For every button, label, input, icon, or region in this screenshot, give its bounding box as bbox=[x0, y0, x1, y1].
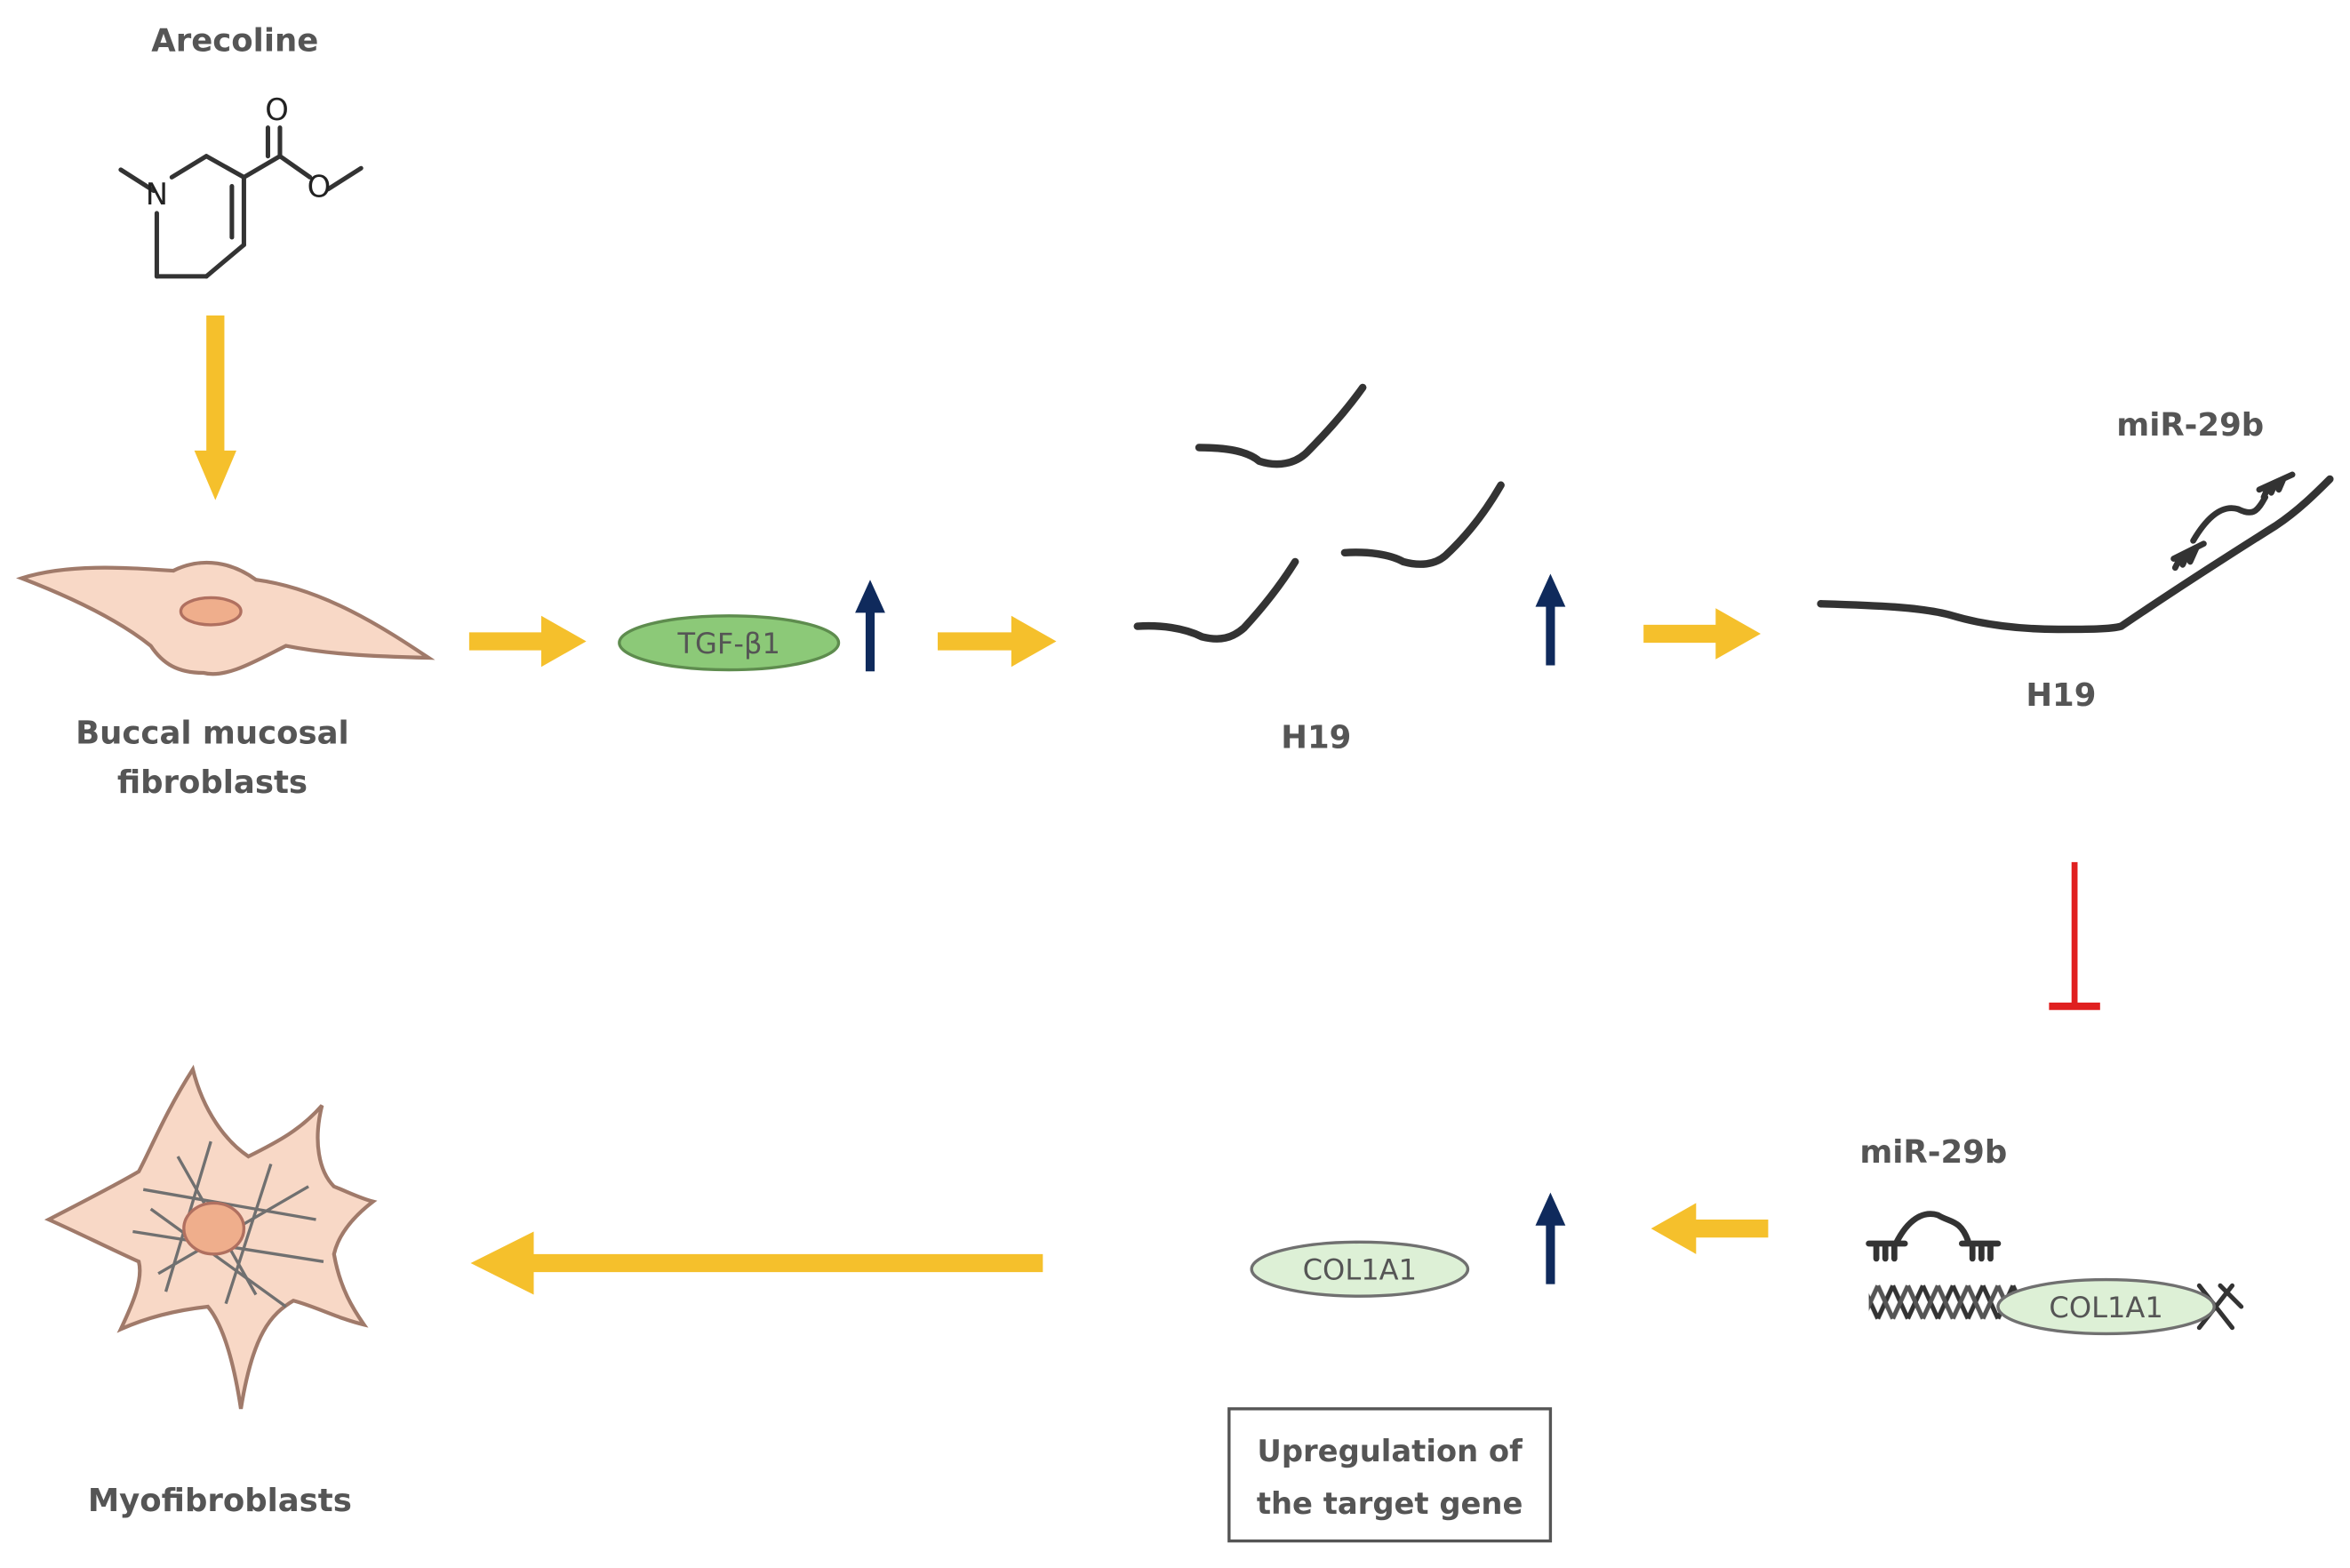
myofibroblasts-label: Myofibroblasts bbox=[88, 1483, 352, 1519]
yellow-arrow-icon-h19-to-bound bbox=[1643, 608, 1761, 660]
ester-oxygen-atom: O bbox=[308, 169, 332, 204]
carbonyl-oxygen-atom: O bbox=[265, 92, 289, 127]
col1a1-ellipse bbox=[1250, 1240, 1470, 1298]
myofibroblast-cell-icon bbox=[44, 1064, 378, 1410]
up-arrow-icon-tgf bbox=[855, 580, 885, 672]
yellow-arrow-icon-fibro-to-tgf bbox=[468, 615, 587, 668]
fibroblast-cell-icon bbox=[16, 560, 436, 676]
upregulation-box bbox=[1227, 1407, 1553, 1543]
yellow-arrow-icon-tgf-to-h19 bbox=[938, 615, 1057, 668]
up-arrow-icon-col1a1 bbox=[1535, 1192, 1566, 1284]
col1a1-label: COL1A1 bbox=[1303, 1253, 1417, 1287]
upregulation-label-line1: Upregulation of bbox=[1257, 1434, 1523, 1468]
upregulation-label-line2: the target gene bbox=[1257, 1486, 1523, 1521]
h19-bound-label: H19 bbox=[2026, 677, 2096, 714]
up-arrow-icon-h19 bbox=[1535, 573, 1566, 666]
arecoline-structure: N O O bbox=[118, 92, 364, 279]
h19-mir29b-complex-icon bbox=[1817, 471, 2334, 634]
h19-fragments-icon bbox=[1133, 383, 1505, 643]
buccal-fibroblast-label-line1: Buccal mucosal bbox=[76, 715, 349, 751]
buccal-fibroblast-label-line2: fibroblasts bbox=[117, 764, 308, 801]
col1a1-dna-ellipse bbox=[1996, 1277, 2216, 1336]
yellow-arrow-icon-to-myofibroblasts bbox=[470, 1231, 1043, 1295]
mir29b-top-label: miR-29b bbox=[2116, 407, 2264, 444]
myofibroblast-nucleus bbox=[182, 1201, 246, 1256]
dna-helix-left bbox=[1868, 1281, 2019, 1332]
h19-fragments-label: H19 bbox=[1281, 719, 1351, 756]
yellow-arrow-icon-down bbox=[194, 315, 236, 500]
nitrogen-atom: N bbox=[146, 177, 168, 212]
tgf-beta1-label: TGF-β1 bbox=[676, 627, 779, 660]
col1a1-dna-label: COL1A1 bbox=[2049, 1291, 2162, 1324]
mir29b-bottom-label: miR-29b bbox=[1859, 1134, 2007, 1171]
inhibition-bar-icon bbox=[2049, 861, 2100, 1011]
mir29b-dna-complex-icon bbox=[1866, 1211, 2244, 1336]
fibroblast-nucleus bbox=[179, 596, 243, 627]
arecoline-label: Arecoline bbox=[151, 22, 318, 59]
mir29b-top-strand bbox=[2190, 493, 2269, 544]
yellow-arrow-icon-to-col1a1 bbox=[1651, 1203, 1769, 1254]
tgf-beta1-ellipse bbox=[618, 614, 841, 672]
